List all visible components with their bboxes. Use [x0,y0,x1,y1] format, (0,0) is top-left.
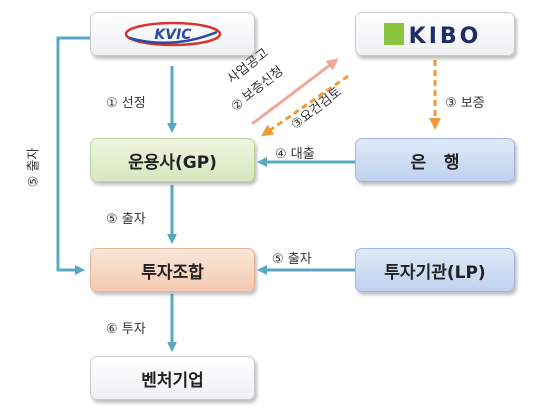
gp-box: 운용사(GP) [90,138,255,182]
label-select: ① 선정 [106,96,146,111]
kvic-logo: KVIC [124,21,221,47]
kibo-logo: KIBO [384,23,482,48]
bank-label: 은 행 [410,152,460,173]
label-guarantee: ③ 보증 [445,96,485,111]
lp-label: 투자기관(LP) [384,262,486,283]
fund-box: 투자조합 [90,248,255,292]
gp-label: 운용사(GP) [128,152,217,173]
label-invest-venture: ⑥ 투자 [106,322,146,337]
fund-label: 투자조합 [141,262,204,283]
lp-box: 투자기관(LP) [355,248,515,292]
label-invest-gp: ⑤ 출자 [106,212,146,227]
label-loan: ④ 대출 [275,147,315,162]
arrow-kvic-fund [56,36,92,275]
label-invest-lp: ⑤ 출자 [272,252,312,267]
kibo-box: KIBO [355,12,515,56]
label-invest-kvic: ⑤ 출자 [26,147,42,188]
arrow-gp-kibo [251,58,339,126]
kvic-box: KVIC [90,12,255,56]
kvic-logo-text: KVIC [154,27,192,43]
venture-label: 벤처기업 [141,370,204,391]
kibo-logo-text: KIBO [409,24,482,48]
arrow-kibo-gp [261,74,349,137]
bank-box: 은 행 [355,138,515,182]
venture-box: 벤처기업 [90,356,255,400]
